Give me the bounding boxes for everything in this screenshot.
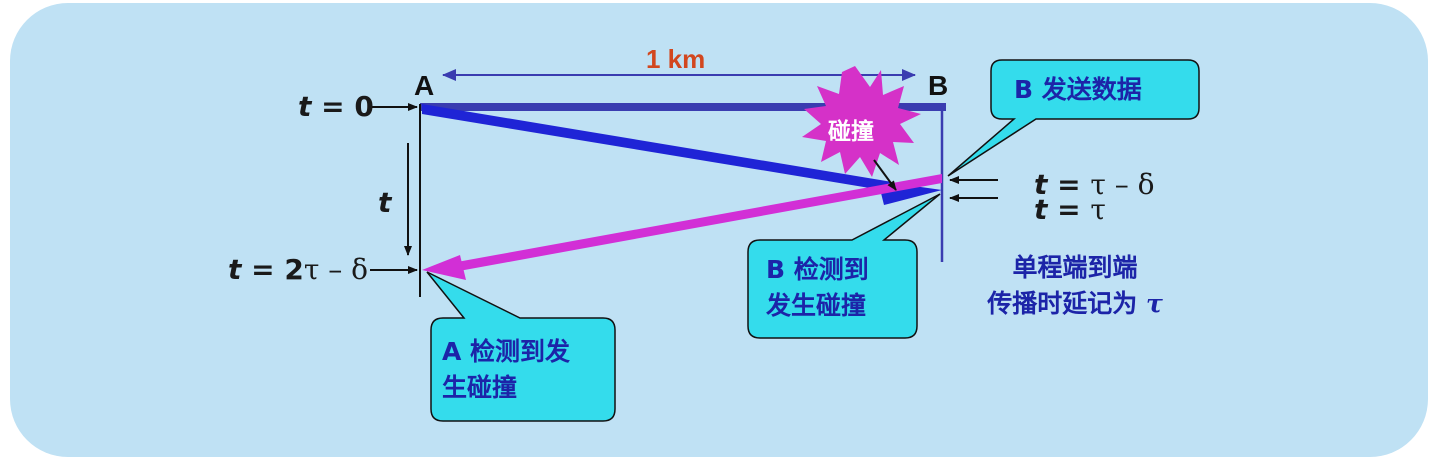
t-tau-minus-delta-delta-symbol: δ <box>1137 168 1155 201</box>
propagation-note-line2-text: 传播时延记为 <box>987 289 1138 318</box>
t-tau-minus-delta-minus: – <box>1105 168 1138 201</box>
t2tau-delta-symbol: δ <box>351 253 369 286</box>
t0-variable: t <box>298 90 312 123</box>
time-label-2tau-minus-delta: t = 2τ – δ <box>228 253 368 286</box>
callout-a-detects-line2: 生碰撞 <box>442 373 518 402</box>
propagation-note-line2: 传播时延记为 τ <box>970 286 1180 322</box>
collision-burst-label: 碰撞 <box>828 119 874 145</box>
collision-burst-shape <box>802 66 921 177</box>
callout-a-detects-text: A 检测到发 生碰撞 <box>442 334 570 406</box>
callout-b-sends-shape <box>947 59 1200 177</box>
collision-pointer-arrow <box>873 159 897 191</box>
callout-b-detects-line1: B 检测到 <box>766 255 869 284</box>
t-tau-minus-delta-variable: t <box>1034 168 1048 201</box>
t-tau-minus-delta-equals: = <box>1047 168 1091 201</box>
t0-value: = 0 <box>311 90 374 123</box>
callout-b-detects-line2: 发生碰撞 <box>766 291 867 320</box>
t-tau-equals: = <box>1047 193 1091 226</box>
bus-line <box>420 103 946 111</box>
callout-b-detects-shape <box>747 193 941 339</box>
callout-b-detects-text: B 检测到 发生碰撞 <box>766 252 869 324</box>
t2tau-value: = 2 <box>241 253 304 286</box>
endpoint-a-label: A <box>414 70 435 101</box>
time-axis-variable: t <box>378 186 392 219</box>
signal-b-path <box>446 174 942 273</box>
t2tau-tau-symbol: τ <box>303 253 320 286</box>
time-axis-label: t <box>378 186 391 219</box>
t-tau-variable: t <box>1034 193 1048 226</box>
t-tau-symbol: τ <box>1090 193 1106 226</box>
t2tau-minus: – <box>319 253 352 286</box>
propagation-note-line1: 单程端到端 <box>1012 253 1138 282</box>
signal-a-path <box>422 104 894 192</box>
time-label-t0: t = 0 <box>298 90 374 123</box>
time-label-tau: t = τ <box>1034 193 1106 226</box>
t2tau-variable: t <box>228 253 242 286</box>
callout-a-detects-line1: A 检测到发 <box>442 337 571 366</box>
distance-label: 1 km <box>646 44 706 74</box>
callout-b-sends-text: B 发送数据 <box>1014 75 1142 104</box>
endpoint-b-label: B <box>928 70 949 101</box>
callout-a-detects-shape <box>426 271 616 422</box>
time-label-tau-minus-delta: t = τ – δ <box>1034 168 1155 201</box>
signal-b-arrowhead <box>422 255 466 280</box>
propagation-note-tau-symbol: τ <box>1145 289 1163 318</box>
propagation-delay-note: 单程端到端 传播时延记为 τ <box>970 250 1180 322</box>
t-tau-minus-delta-tau-symbol: τ <box>1090 168 1106 201</box>
